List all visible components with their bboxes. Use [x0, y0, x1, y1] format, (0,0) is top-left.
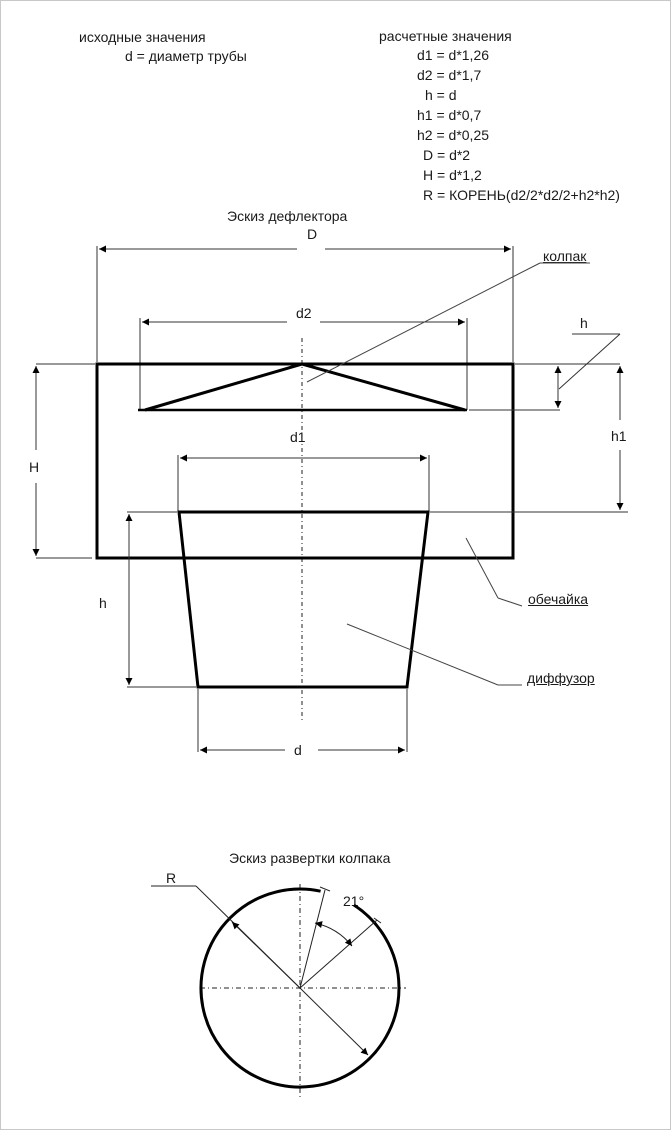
dimension-H — [32, 363, 95, 559]
callout-cap-leader — [306, 262, 541, 383]
callout-diffuser: диффузор — [527, 670, 595, 686]
input-d: d = диаметр трубы — [125, 48, 247, 64]
unfold-centerlines — [200, 884, 406, 1098]
dimension-d1 — [177, 454, 430, 512]
shell-rect — [95, 362, 515, 560]
computed-heading: расчетные значения — [379, 28, 512, 44]
radius-label: R — [166, 870, 177, 886]
dim-label-D: D — [307, 226, 318, 242]
dimension-d — [197, 689, 408, 754]
formula-d2: d2 = d*1,7 — [417, 67, 482, 83]
formula-d1: d1 = d*1,26 — [417, 47, 490, 63]
formula-h: h = d — [425, 87, 457, 103]
formula-h2: h2 = d*0,25 — [417, 127, 490, 143]
dimension-R — [151, 885, 369, 1056]
dim-label-H: H — [29, 459, 40, 475]
inputs-heading: исходные значения — [79, 29, 206, 45]
angle-arc-21 — [314, 921, 353, 947]
formula-H: H = d*1,2 — [423, 167, 482, 183]
formula-h1: h1 = d*0,7 — [417, 107, 482, 123]
callout-shell-leader — [465, 537, 499, 599]
dimension-h-cap — [469, 333, 621, 411]
dim-label-d: d — [294, 742, 302, 758]
callout-shell: обечайка — [528, 591, 589, 607]
callout-cap: колпак — [543, 248, 587, 264]
sector-cut-lines — [299, 886, 382, 989]
angle-label: 21° — [343, 893, 365, 909]
dim-label-h-diffuser: h — [99, 595, 107, 611]
dim-label-h1: h1 — [611, 428, 627, 444]
formula-R: R = КОРЕНЬ(d2/2*d2/2+h2*h2) — [423, 187, 620, 203]
callout-diffuser-leader — [346, 623, 499, 686]
dimension-D — [96, 245, 514, 362]
diffuser-trapezoid — [177, 510, 430, 689]
dimension-h-diffuser — [125, 511, 196, 688]
dimension-h1 — [430, 366, 628, 513]
unfold-sketch-title: Эскиз развертки колпака — [229, 850, 391, 866]
unfolded-cap-arc — [199, 887, 401, 1089]
formula-D: D = d*2 — [423, 147, 471, 163]
cap-cone — [138, 362, 467, 412]
deflector-sketch-title: Эскиз дефлектора — [227, 208, 348, 224]
dim-label-d2: d2 — [296, 305, 312, 321]
dim-label-h-cap: h — [580, 315, 588, 331]
